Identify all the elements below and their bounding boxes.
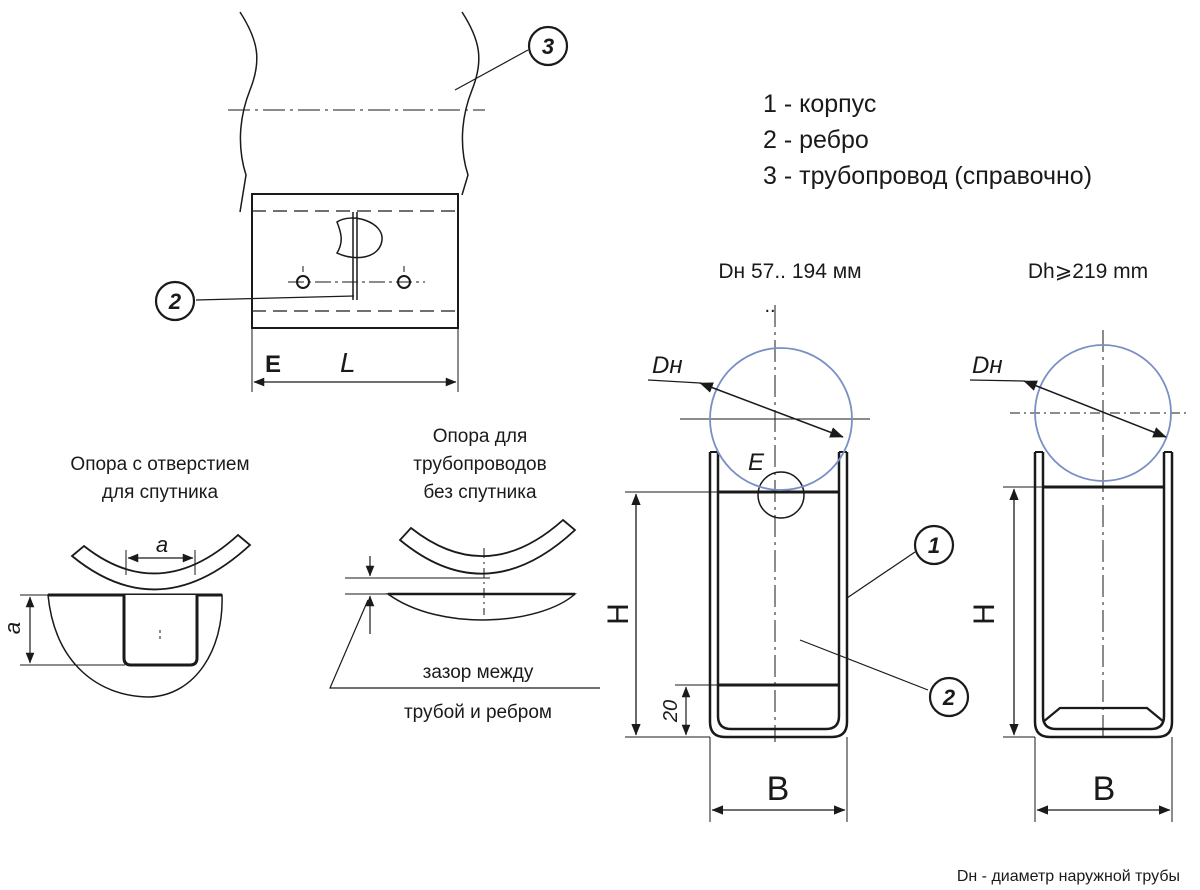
callout3-leader <box>454 49 529 91</box>
rib-crescent <box>385 593 577 621</box>
without-caption-line1: Опора для <box>433 426 528 447</box>
dim-H-small: H <box>602 603 635 625</box>
Dn-dimension-large <box>1023 380 1167 438</box>
dim-L-label: L <box>340 347 356 378</box>
Dn-leader-large <box>969 379 1025 382</box>
Dn-dimension-small <box>699 382 844 438</box>
callout-2-bottom-number: 2 <box>942 685 956 710</box>
support-view-small <box>625 305 929 822</box>
body-inner-small <box>716 452 841 731</box>
with-hole-caption-line2: для спутника <box>102 482 219 503</box>
support-cup-body <box>47 594 223 698</box>
dim-E-label: E <box>265 351 281 378</box>
Dn-leader-small <box>647 379 701 384</box>
callout-1-number: 1 <box>928 533 940 558</box>
without-satellite-detail <box>329 518 600 689</box>
bolt-hole-right <box>397 275 411 289</box>
callout-2-bottom: 2 <box>928 676 970 718</box>
footnote: Dн - диаметр наружной трубы <box>957 868 1180 885</box>
with-hole-detail <box>20 533 252 698</box>
bolt-hole-left <box>296 275 310 289</box>
callout-2-top-number: 2 <box>168 289 182 314</box>
dim-a-vertical: a <box>0 622 25 634</box>
gap-caption-line2: трубой и ребром <box>404 702 552 723</box>
dots-mark: .. <box>764 295 775 317</box>
dim-B-small: B <box>767 770 790 808</box>
range-small-caption: Dн 57.. 194 мм <box>718 260 861 283</box>
legend-item-3: 3 - трубопровод (справочно) <box>763 162 1092 190</box>
dim-Dn-small: Dн <box>652 352 683 379</box>
callout-3-number: 3 <box>542 34 554 59</box>
bottom-weld-large <box>1042 706 1165 723</box>
callout-3: 3 <box>527 25 569 67</box>
dim-H-large: H <box>968 603 1001 625</box>
dim-h20: 20 <box>660 700 682 723</box>
pipe-left-wavy-edge <box>239 11 258 213</box>
callout2-leader <box>195 295 355 301</box>
dim-E-detail: E <box>748 449 765 476</box>
breakout-hole <box>335 217 383 259</box>
dim-B-large: B <box>1093 770 1116 808</box>
callout1-leader <box>846 551 916 599</box>
callout2-bottom-leader <box>799 639 929 691</box>
dim-a-horizontal: a <box>156 532 168 557</box>
callout-2-top: 2 <box>154 280 196 322</box>
with-hole-caption-line1: Опора с отверстием <box>70 454 249 475</box>
detail-E-circle <box>757 471 805 519</box>
dim-Dn-large: Dн <box>972 352 1003 379</box>
without-caption-line2: трубопроводов <box>413 454 546 475</box>
gap-leader <box>329 599 600 689</box>
legend-item-2: 2 - ребро <box>763 126 869 154</box>
body-outer-large <box>1033 452 1174 739</box>
support-view-large <box>969 330 1190 822</box>
pipe-right-wavy-edge <box>461 11 480 196</box>
callout-1: 1 <box>913 524 955 566</box>
gap-caption-line1: зазор между <box>423 662 534 683</box>
range-large-caption: Dh⩾219 mm <box>1028 260 1148 283</box>
support-body-plan <box>251 193 459 329</box>
pipe-plan-view <box>195 11 529 392</box>
without-caption-line3: без спутника <box>423 482 537 503</box>
body-outer-small <box>708 452 849 739</box>
pipe-arc-without <box>398 518 577 575</box>
legend-item-1: 1 - корпус <box>763 90 876 118</box>
